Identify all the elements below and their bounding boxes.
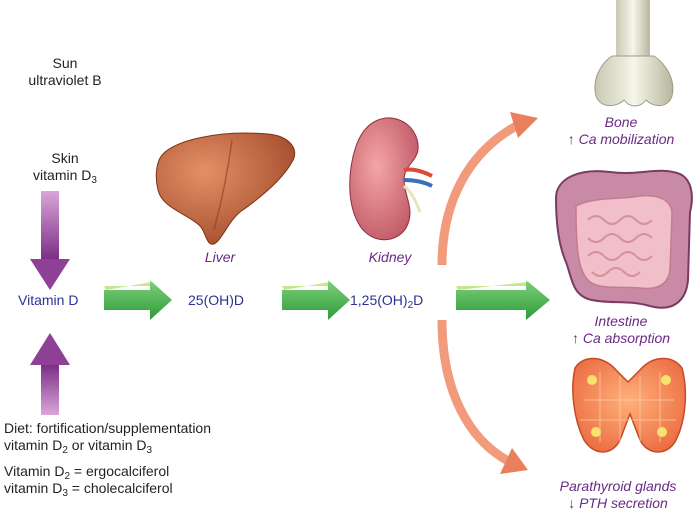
- diet-line2: vitamin D2 or vitamin D3: [4, 437, 153, 456]
- parathyroid-effect: ↓ PTH secretion: [568, 495, 668, 511]
- diet-label: Diet: fortification/supplementation vita…: [4, 420, 284, 456]
- parathyroid-label: Parathyroid glands: [559, 478, 677, 494]
- definition-d3: vitamin D3 = cholecalciferol: [4, 480, 173, 499]
- skin-line1: Skin: [51, 150, 79, 166]
- liver-illustration: [155, 132, 296, 245]
- curved-arrow-up-to-bone: [437, 112, 538, 266]
- sun-label: Sun ultraviolet B: [20, 55, 110, 89]
- skin-label: Skin vitamin D3: [20, 150, 110, 186]
- liver-label: Liver: [204, 249, 236, 265]
- kidney-product-calcitriol: 1,25(OH)2D: [350, 292, 424, 311]
- purple-arrow-down: [30, 191, 70, 290]
- definition-d2: Vitamin D2 = ergocalciferol: [4, 463, 170, 482]
- kidney-illustration: [349, 117, 433, 241]
- bone-illustration: [594, 0, 674, 107]
- green-arrow-3: [456, 280, 550, 320]
- vitamin-d-label: Vitamin D: [18, 292, 79, 308]
- bone-label: Bone: [604, 114, 638, 130]
- purple-arrow-up: [30, 333, 70, 415]
- skin-line2: vitamin D3: [33, 167, 97, 186]
- kidney-label: Kidney: [368, 249, 412, 265]
- intestine-effect: ↑ Ca absorption: [571, 330, 671, 346]
- sun-line1: Sun: [52, 55, 78, 71]
- parathyroid-target-label: Parathyroid glands ↓ PTH secretion: [540, 478, 696, 512]
- sun-line2: ultraviolet B: [28, 72, 102, 88]
- bone-target-label: Bone ↑ Ca mobilization: [548, 114, 694, 148]
- intestine-illustration: [554, 169, 693, 309]
- diet-line1: Diet: fortification/supplementation: [4, 420, 211, 436]
- intestine-label: Intestine: [594, 313, 648, 329]
- green-arrow-2: [282, 280, 350, 320]
- parathyroid-illustration: [572, 357, 687, 453]
- vitamin-definitions: Vitamin D2 = ergocalciferol vitamin D3 =…: [4, 463, 284, 499]
- intestine-target-label: Intestine ↑ Ca absorption: [548, 313, 694, 347]
- liver-product-25ohd: 25(OH)D: [188, 292, 245, 308]
- bone-effect: ↑ Ca mobilization: [567, 131, 675, 147]
- green-arrow-1: [104, 280, 172, 320]
- curved-arrow-down-to-parathyroid: [437, 319, 528, 474]
